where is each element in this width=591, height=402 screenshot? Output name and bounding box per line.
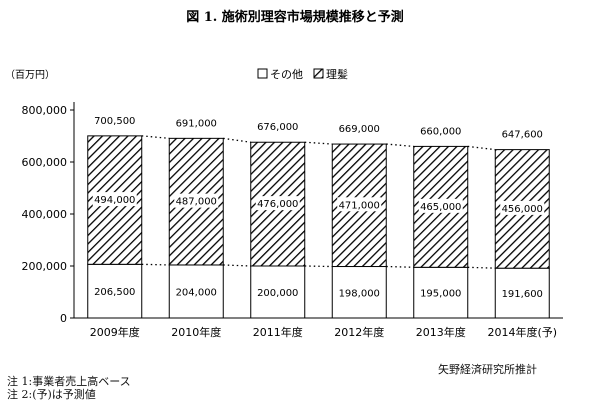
x-tick-label: 2013年度	[416, 325, 466, 339]
connector-total	[223, 137, 251, 143]
y-tick-label: 200,000	[22, 260, 68, 273]
bar-segment-sonota	[87, 263, 143, 319]
data-label-background	[174, 193, 219, 208]
x-tick-label: 2009年度	[90, 325, 140, 339]
data-labels: 2009年度 206,500 494,000 700,500 2010年度 204,000…	[90, 116, 557, 339]
source-note: 矢野経済研究所推計	[438, 363, 537, 376]
data-label-sonota: 195,000	[420, 289, 461, 300]
x-tick-label: 2010年度	[171, 325, 221, 339]
data-label-background	[500, 200, 545, 215]
trend-connectors	[141, 135, 496, 269]
x-tick-label: 2014年度(予)	[487, 325, 557, 339]
data-label-total: 647,600	[502, 130, 543, 141]
bar-segment-sonota	[413, 266, 469, 319]
data-label-total: 691,000	[176, 118, 217, 129]
connector-total	[304, 141, 333, 145]
axes: 0 200,000 400,000 600,000 800,000	[22, 102, 563, 325]
footnote-2: 注 2:(予)は予測値	[7, 388, 96, 401]
x-tick-label: 2012年度	[334, 325, 384, 339]
data-label-rihatsu: 465,000	[420, 202, 461, 213]
data-label-sonota: 206,500	[94, 287, 135, 298]
data-label-total: 676,000	[257, 122, 298, 133]
data-label-background	[92, 192, 137, 207]
legend: その他 理髪	[257, 67, 348, 81]
connector-sonota	[304, 265, 333, 268]
data-label-total: 669,000	[339, 124, 380, 135]
footnote-1: 注 1:事業者売上高ベース	[7, 375, 131, 388]
data-label-rihatsu: 456,000	[502, 204, 543, 215]
y-tick-label: 400,000	[22, 208, 68, 221]
bars	[87, 135, 550, 319]
legend-label-sonota: その他	[270, 68, 303, 81]
data-label-rihatsu: 494,000	[94, 195, 135, 206]
data-label-rihatsu: 471,000	[339, 200, 380, 211]
x-tick-label: 2011年度	[253, 325, 303, 339]
y-tick-label: 0	[60, 312, 67, 325]
data-label-background	[337, 197, 382, 212]
chart-title: 図 1. 施術別理容市場規模推移と予測	[186, 9, 404, 25]
y-tick-label: 800,000	[22, 104, 68, 117]
connector-total	[141, 135, 170, 139]
data-label-total: 700,500	[94, 116, 135, 127]
connector-sonota	[467, 266, 496, 269]
bar-segment-sonota	[331, 266, 387, 319]
y-axis-unit-label: （百万円）	[5, 69, 55, 81]
data-label-rihatsu: 476,000	[257, 199, 298, 210]
data-label-background	[418, 198, 463, 213]
data-label-rihatsu: 487,000	[176, 197, 217, 208]
connector-total	[467, 145, 496, 151]
data-label-background	[255, 196, 300, 211]
data-label-total: 660,000	[420, 126, 461, 137]
legend-swatch-rihatsu	[313, 68, 324, 79]
data-label-sonota: 198,000	[339, 288, 380, 299]
y-tick-label: 600,000	[22, 156, 68, 169]
connector-sonota	[141, 263, 170, 266]
data-label-sonota: 191,600	[502, 289, 543, 300]
connector-sonota	[386, 265, 414, 268]
connector-sonota	[223, 264, 251, 267]
data-label-sonota: 204,000	[176, 287, 217, 298]
connector-total	[386, 143, 414, 148]
data-label-sonota: 200,000	[257, 288, 298, 299]
legend-swatch-sonota	[257, 68, 268, 79]
legend-label-rihatsu: 理髪	[326, 67, 348, 81]
